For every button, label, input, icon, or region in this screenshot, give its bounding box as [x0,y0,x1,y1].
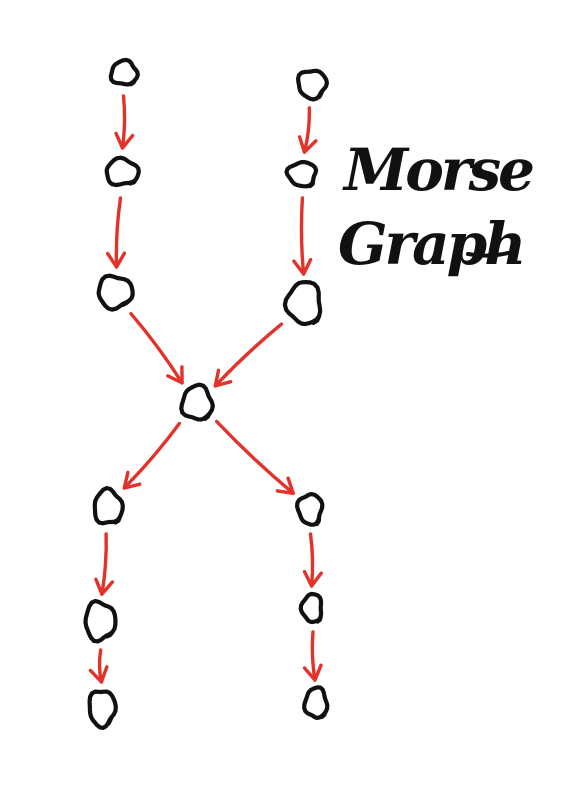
edge-line [114,196,123,269]
arrowhead [88,665,109,684]
edge-n9-to-n10 [88,648,109,684]
edge-line [308,532,315,588]
edge-line [213,322,284,388]
arrowhead [166,365,184,385]
graph-node-n6 [282,280,323,327]
edge-n6-to-n7 [213,322,284,388]
graph-node-n13 [302,685,330,720]
arrowhead [213,368,233,388]
edge-n2-to-n3 [106,196,127,269]
edge-n11-to-n12 [302,532,323,588]
graph-node-n4 [296,68,329,102]
graph-node-n1 [108,57,140,87]
edge-n3-to-n7 [129,312,184,385]
graph-node-n11 [295,492,325,527]
title-label: Morse Graph [338,136,536,278]
arrowhead [114,131,135,150]
edges-layer [88,94,323,684]
edge-n12-to-n13 [302,630,323,682]
edge-line [310,630,317,682]
edge-line [100,532,108,596]
arrowhead [302,569,323,588]
graph-node-n5 [284,159,319,189]
edge-n1-to-n2 [114,94,135,150]
title-flourish [466,250,514,258]
graph-node-n12 [298,591,324,625]
arrowhead [297,135,318,154]
graph-node-n3 [96,273,135,312]
arrowhead [122,470,142,490]
arrowhead [275,476,295,495]
edge-n7-to-n11 [215,419,295,495]
title-line-2: Graph [338,210,523,278]
edge-n5-to-n6 [292,196,313,276]
edge-line [215,419,295,495]
edge-line [97,648,104,684]
edge-line [120,94,127,150]
graph-node-n9 [83,598,118,644]
graph-node-n2 [104,155,141,188]
edge-n4-to-n5 [297,106,318,154]
graph-node-n10 [87,689,118,730]
edge-line [129,312,184,385]
arrowhead [106,251,127,269]
arrowhead [292,257,313,276]
edge-line [302,106,312,154]
arrowhead [94,577,115,596]
arrowhead [302,663,323,682]
edge-n8-to-n9 [94,532,115,596]
title-line-1: Morse [342,136,533,204]
edge-n7-to-n8 [122,421,182,490]
graph-node-n8 [92,486,125,526]
nodes-layer [83,57,330,730]
edge-line [122,421,182,490]
edge-line [299,196,306,276]
graph-node-n7 [179,382,215,422]
